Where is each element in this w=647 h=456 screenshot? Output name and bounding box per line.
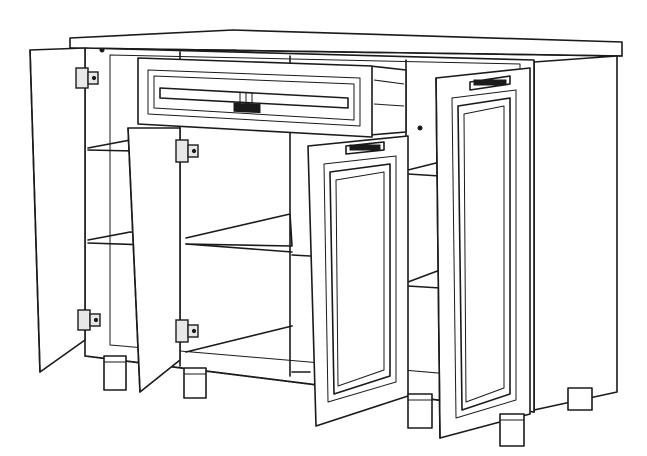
hinge-lower-left bbox=[77, 309, 101, 331]
hinge-upper-left bbox=[75, 67, 99, 89]
leg-center-right bbox=[407, 393, 433, 429]
fixing-holes bbox=[99, 47, 423, 131]
center-door-handle bbox=[345, 141, 385, 155]
right-door bbox=[435, 67, 531, 439]
right-door-handle bbox=[469, 75, 511, 91]
hinge-lower-center bbox=[175, 319, 199, 343]
cabinet-body bbox=[84, 47, 618, 413]
leg-front-left bbox=[103, 355, 127, 391]
left-door-outer bbox=[29, 47, 101, 373]
hinge-upper-center bbox=[175, 139, 199, 163]
drawer-handle bbox=[159, 87, 349, 114]
leg-center-left bbox=[183, 367, 207, 399]
drawer bbox=[137, 49, 407, 138]
leg-back-right bbox=[567, 387, 593, 411]
center-door bbox=[307, 135, 409, 427]
leg-front-right bbox=[499, 413, 525, 447]
legs bbox=[103, 355, 593, 447]
left-door-inner bbox=[127, 127, 199, 393]
